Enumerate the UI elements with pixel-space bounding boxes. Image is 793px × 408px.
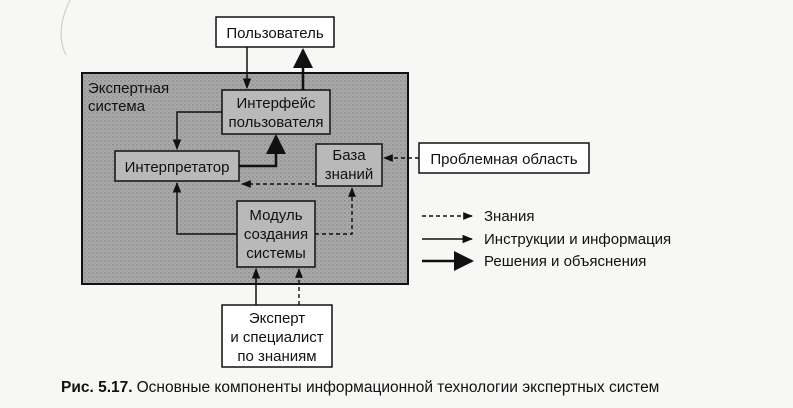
- expert-system-label-line1: Экспертная: [88, 80, 169, 97]
- legend-decisions-label: Решения и объяснения: [484, 253, 646, 270]
- expert-box-line3: по знаниям: [237, 348, 316, 365]
- problem-domain-label: Проблемная область: [430, 151, 577, 168]
- legend: Знания Инструкции и информация Решения и…: [422, 208, 671, 271]
- user-box-label: Пользователь: [226, 25, 324, 42]
- caption-number: Рис. 5.17.: [61, 379, 133, 396]
- module-box-line2: создания: [244, 226, 308, 243]
- module-box-line3: системы: [246, 245, 306, 262]
- figure-caption: Рис. 5.17.Основные компоненты информацио…: [61, 379, 659, 396]
- expert-box-line1: Эксперт: [249, 310, 305, 327]
- knowledge-base-box: [315, 143, 383, 187]
- interface-box-line2: пользователя: [229, 114, 324, 131]
- interpreter-box-label: Интерпретатор: [125, 159, 230, 176]
- problem-domain-box: [418, 142, 590, 174]
- user-box: [215, 16, 335, 48]
- arrow-interpreter-to-interface: [239, 134, 286, 168]
- caption-text: Основные компоненты информационной техно…: [137, 379, 660, 396]
- expert-system-label-line2: система: [88, 98, 146, 115]
- legend-knowledge-label: Знания: [484, 208, 534, 225]
- scan-artifact: [60, 0, 71, 56]
- expert-box-line2: и специалист: [230, 329, 323, 346]
- knowledge-base-line1: База: [332, 147, 366, 164]
- interface-box-line1: Интерфейс: [236, 95, 316, 112]
- knowledge-base-line2: знаний: [325, 166, 374, 183]
- arrow-interface-to-interpreter: [172, 111, 222, 151]
- arrow-module-to-interpreter: [172, 181, 237, 235]
- expert-box: [221, 304, 333, 368]
- module-box-line1: Модуль: [249, 207, 302, 224]
- arrow-module-to-kb: [315, 187, 356, 235]
- legend-instructions-label: Инструкции и информация: [484, 231, 671, 248]
